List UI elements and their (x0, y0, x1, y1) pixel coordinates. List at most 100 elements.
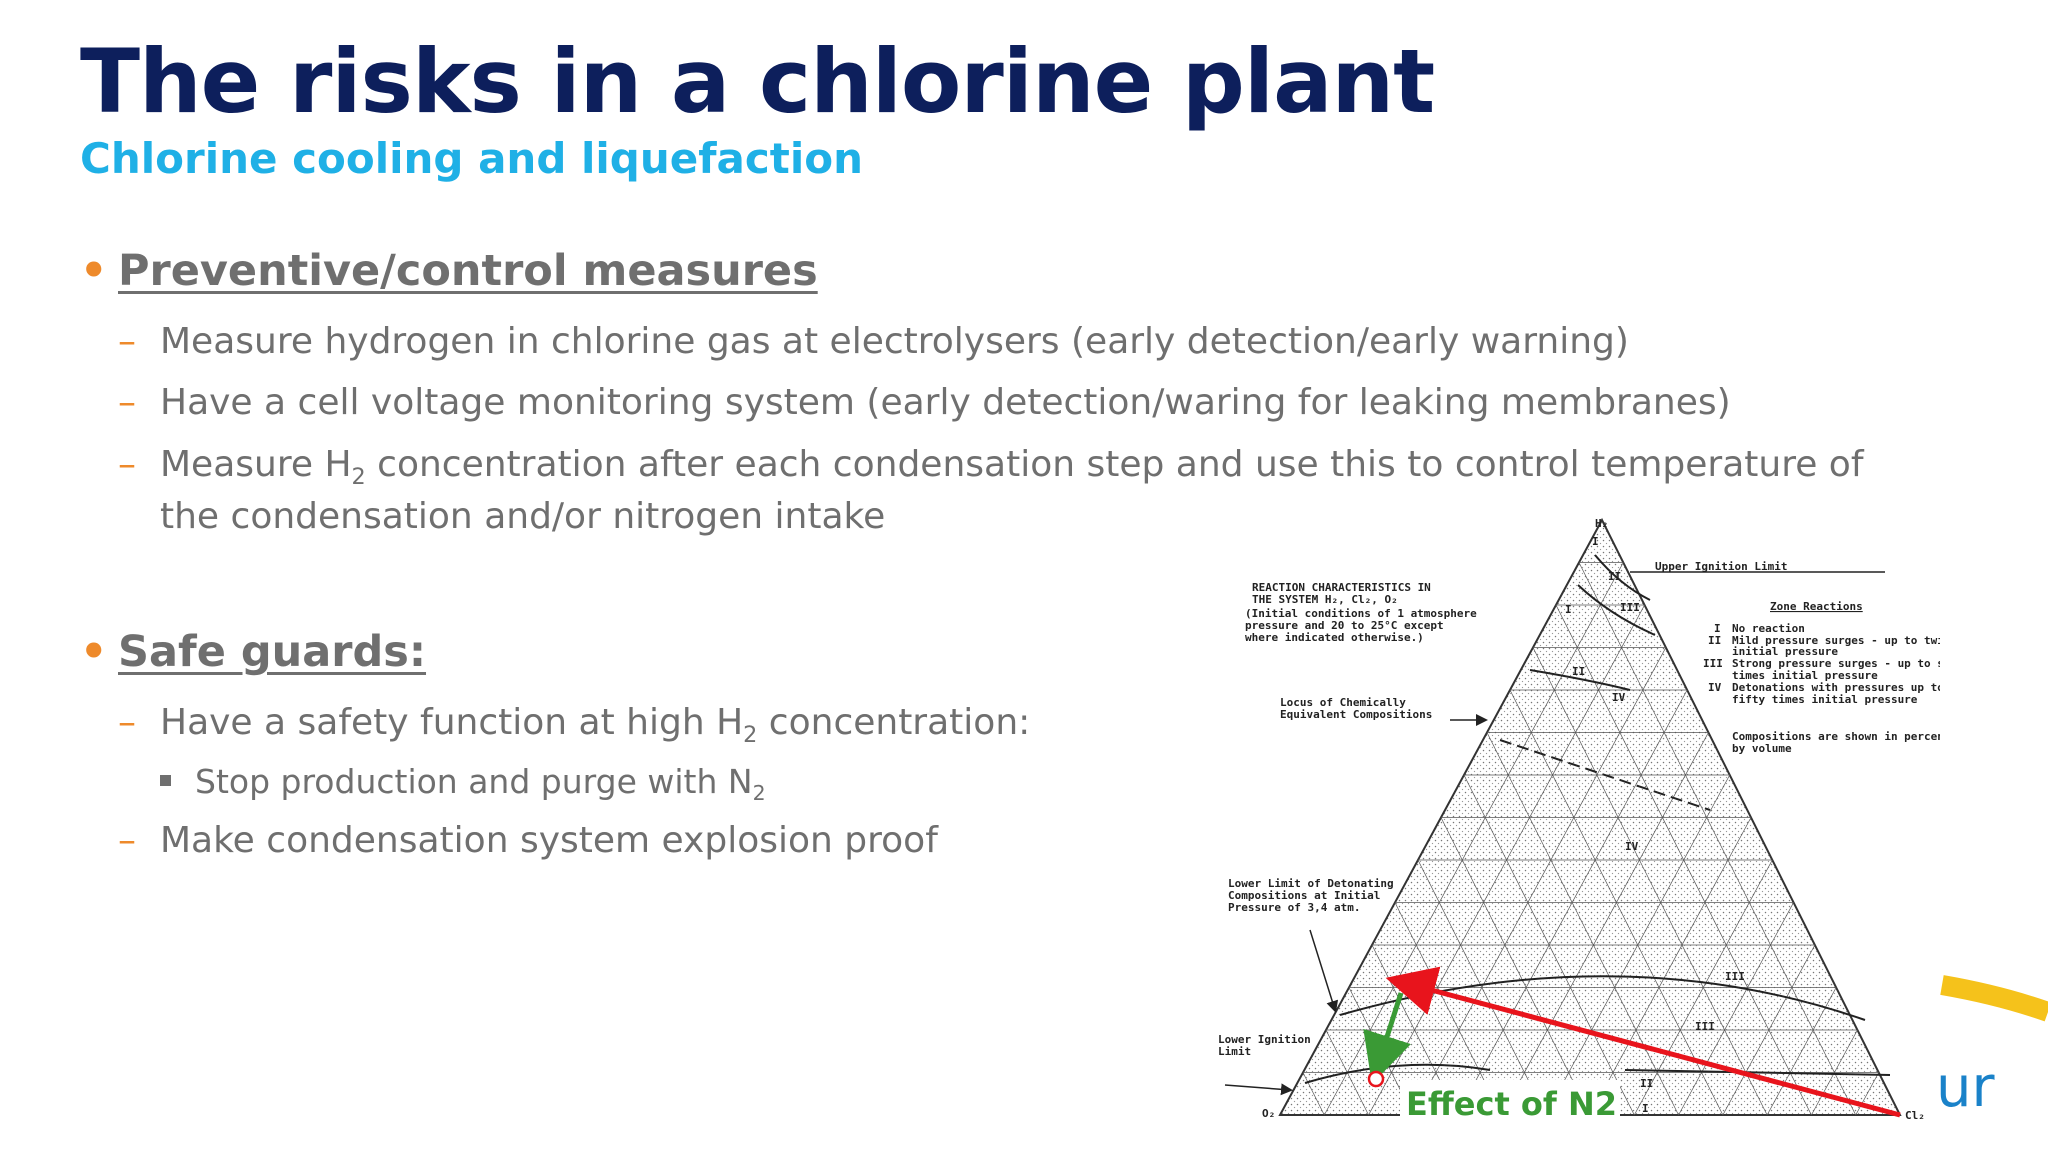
svg-text:I: I (1565, 603, 1572, 616)
svg-text:II: II (1608, 570, 1621, 583)
ternary-diagram: H₂ O₂ Cl₂ REACTION CHARACTERISTICS IN TH… (1210, 515, 1940, 1135)
pointer-arrow (1224, 1083, 1293, 1096)
svg-text:Strong pressure surges - up to: Strong pressure surges - up to six (1732, 657, 1940, 670)
svg-text:fifty times initial pressure: fifty times initial pressure (1732, 693, 1918, 706)
diagram-caption: REACTION CHARACTERISTICS IN THE SYSTEM H… (1245, 581, 1477, 644)
zone-boundary (1594, 554, 1651, 601)
dash-icon: – (118, 321, 136, 362)
lower-ignition-label: Lower Ignition Limit (1218, 1033, 1311, 1058)
svg-text:II: II (1640, 1077, 1653, 1090)
section-heading-text: Safe guards: (118, 627, 427, 677)
square-bullet-icon (160, 775, 171, 786)
locus-line (1499, 739, 1711, 811)
grid-line (1302, 1072, 1325, 1116)
composition-point-marker (1367, 1070, 1385, 1088)
list-item: – Have a safety function at high H2 conc… (118, 697, 1898, 749)
grid-line (1578, 562, 1857, 1116)
list-item-text: Have a cell voltage monitoring system (e… (160, 382, 1731, 423)
bullet-icon: • (80, 627, 108, 677)
upper-ignition-label: Upper Ignition Limit (1655, 560, 1787, 573)
red-composition-arrow (1385, 966, 1901, 1118)
logo-arc-stroke (1940, 975, 2048, 1022)
grid-line (1412, 647, 1667, 1116)
grid-line (1509, 689, 1724, 1116)
svg-text:initial pressure: initial pressure (1732, 645, 1838, 658)
dash-icon: – (118, 444, 136, 485)
grid-line (1456, 689, 1688, 1116)
grid-line (1855, 1072, 1880, 1116)
section-heading-safeguards: •Safe guards: (80, 631, 426, 674)
grid-lines (1302, 562, 1880, 1116)
effect-label-box (1400, 1080, 1620, 1130)
svg-text:III: III (1620, 601, 1640, 614)
svg-text:Detonations with pressures up: Detonations with pressures up to (1732, 681, 1940, 694)
pointer-arrow (1309, 929, 1339, 1013)
vertex-label-top: H₂ (1595, 517, 1608, 530)
grid-line (1501, 732, 1709, 1116)
grid-line (1368, 604, 1645, 1116)
list-item-text: Measure H2 concentration after each cond… (160, 444, 1864, 537)
page-subtitle: Chlorine cooling and liquefaction (80, 134, 863, 183)
svg-text:IV: IV (1612, 691, 1626, 704)
svg-text:THE SYSTEM H₂, Cl₂, O₂: THE SYSTEM H₂, Cl₂, O₂ (1252, 593, 1398, 606)
sub-list-item: Stop production and purge with N2 (160, 760, 766, 804)
page-title: The risks in a chlorine plant (80, 30, 1435, 133)
effect-of-n2-label: Effect of N2 (1406, 1085, 1617, 1123)
vertex-label-left: O₂ (1262, 1107, 1275, 1120)
zone-boundary (1624, 1069, 1891, 1076)
svg-text:Compositions are shown in perc: Compositions are shown in percent (1732, 730, 1940, 743)
svg-text:Pressure of 3,4 atm.: Pressure of 3,4 atm. (1228, 901, 1360, 914)
svg-text:II: II (1708, 634, 1721, 647)
logo-text: ur (1936, 1055, 1995, 1120)
list-item-text: Make condensation system explosion proof (160, 820, 938, 861)
lower-detonation-label: Lower Limit of Detonating Compositions a… (1228, 877, 1394, 914)
zone-boundary (1529, 669, 1631, 691)
grid-line (1766, 987, 1837, 1116)
grid-line (1678, 902, 1794, 1116)
vertex-label-right: Cl₂ (1905, 1109, 1925, 1122)
svg-text:Lower Limit of Detonating: Lower Limit of Detonating (1228, 877, 1394, 890)
list-item: – Measure H2 concentration after each co… (118, 439, 1898, 543)
zone-legend-title: Zone Reactions (1770, 600, 1863, 613)
svg-text:I: I (1642, 1102, 1649, 1115)
svg-text:III: III (1695, 1020, 1715, 1033)
grid-line (1486, 732, 1679, 1116)
list-item-text: Have a safety function at high H2 concen… (160, 702, 1031, 748)
zone-marks: I II III IV I II III IV III II I (1565, 535, 1745, 1115)
list-item: – Make condensation system explosion pro… (118, 815, 1898, 867)
section-heading-preventive: •Preventive/control measures (80, 250, 818, 293)
locus-label: Locus of Chemically Equivalent Compositi… (1280, 696, 1432, 721)
svg-text:REACTION CHARACTERISTICS IN: REACTION CHARACTERISTICS IN (1252, 581, 1431, 594)
svg-text:where indicated otherwise.): where indicated otherwise.) (1245, 631, 1424, 644)
svg-text:times initial pressure: times initial pressure (1732, 669, 1878, 682)
dash-icon: – (118, 702, 136, 743)
zone-boundary (1577, 584, 1656, 636)
bullet-icon: • (80, 246, 108, 296)
svg-text:Locus of Chemically: Locus of Chemically (1280, 696, 1406, 709)
green-n2-arrow (1363, 992, 1411, 1085)
dash-icon: – (118, 820, 136, 861)
grid-line (1589, 817, 1752, 1116)
list-item-text: Measure hydrogen in chlorine gas at elec… (160, 321, 1629, 362)
section-heading-text: Preventive/control measures (118, 246, 818, 296)
svg-text:Compositions at Initial: Compositions at Initial (1228, 889, 1380, 902)
svg-text:Mild pressure surges - up to t: Mild pressure surges - up to twice (1732, 634, 1940, 647)
grid-line (1323, 562, 1624, 1116)
dash-icon: – (118, 382, 136, 423)
svg-text:(Initial conditions of 1 atmos: (Initial conditions of 1 atmosphere (1245, 607, 1477, 620)
svg-text:I: I (1592, 535, 1599, 548)
svg-text:I: I (1714, 622, 1721, 635)
svg-text:III: III (1725, 970, 1745, 983)
svg-text:IV: IV (1708, 681, 1722, 694)
zone-legend: Zone Reactions I No reaction II Mild pre… (1703, 600, 1940, 755)
list-item: – Have a cell voltage monitoring system … (118, 377, 1898, 429)
svg-text:Lower Ignition: Lower Ignition (1218, 1033, 1311, 1046)
grid-line (1394, 902, 1502, 1116)
svg-text:IV: IV (1625, 840, 1639, 853)
svg-text:II: II (1572, 665, 1585, 678)
svg-text:No reaction: No reaction (1732, 622, 1805, 635)
svg-text:Limit: Limit (1218, 1045, 1251, 1058)
list-item: – Measure hydrogen in chlorine gas at el… (118, 316, 1898, 368)
svg-text:pressure and 20 to 25°C except: pressure and 20 to 25°C except (1245, 619, 1444, 632)
svg-text:by volume: by volume (1732, 742, 1792, 755)
